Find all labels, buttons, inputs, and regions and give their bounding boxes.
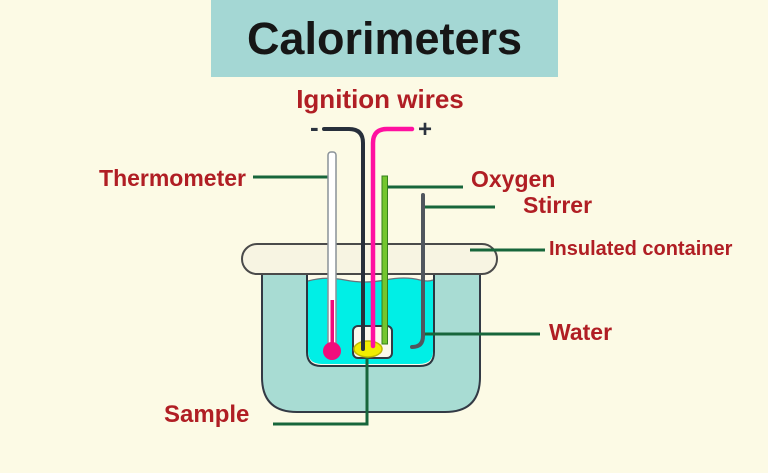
title-banner: Calorimeters (211, 0, 558, 77)
negative-wire (322, 127, 365, 351)
insulated-container-label: Insulated container (549, 238, 733, 260)
water (308, 278, 433, 364)
thermometer-label: Thermometer (99, 165, 246, 191)
plus-sign: + (418, 116, 432, 143)
sample-label: Sample (164, 401, 250, 428)
sample-pointer-line (273, 352, 369, 426)
sample-pellet (353, 340, 383, 358)
stirrer-rod (410, 193, 425, 349)
stirrer-label: Stirrer (523, 192, 593, 218)
oxygen-tube (381, 175, 388, 345)
thermometer-fluid-column (330, 300, 334, 354)
thermometer-bulb (323, 342, 341, 360)
positive-wire (370, 126, 415, 349)
water-label: Water (549, 319, 613, 345)
insulated-lid (241, 243, 498, 275)
oxygen-label: Oxygen (471, 166, 556, 192)
page-title: Calorimeters (246, 12, 523, 64)
ignition-wires-label: Ignition wires (296, 84, 464, 114)
minus-sign: - (310, 112, 319, 142)
